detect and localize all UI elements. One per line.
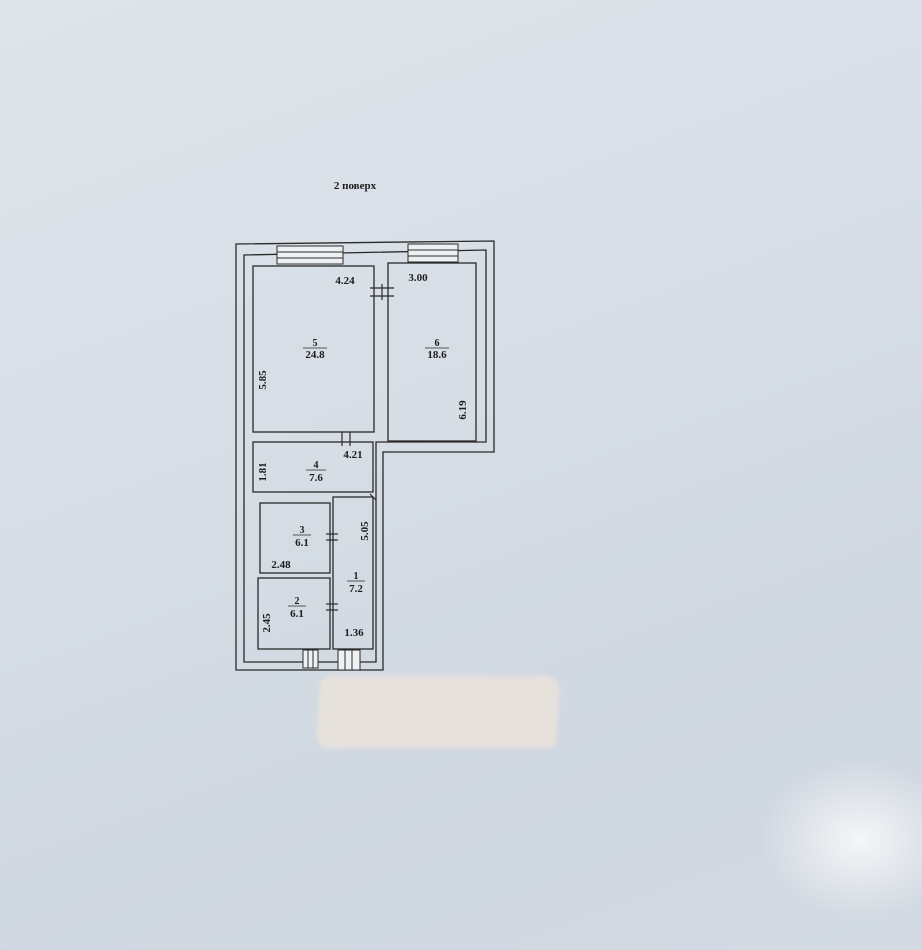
dim-room1-width: 1.36 xyxy=(344,627,364,639)
room-1-area: 7.2 xyxy=(349,583,363,595)
dim-room4-height: 1.81 xyxy=(257,462,269,481)
dim-room6-width: 3.00 xyxy=(408,272,428,284)
room-4-area: 7.6 xyxy=(309,472,323,484)
room-6-outline xyxy=(387,262,477,442)
inner-wall xyxy=(243,249,487,663)
entrance-door xyxy=(337,649,361,671)
redacted-area xyxy=(315,676,561,748)
room-6-number: 6 xyxy=(435,338,440,349)
room-6-label: 6 18.6 xyxy=(425,338,449,361)
floor-title: 2 поверх xyxy=(333,180,377,192)
dim-room5-height: 5.85 xyxy=(257,370,269,390)
dim-room4-width: 4.21 xyxy=(343,449,362,461)
window-room-6 xyxy=(407,243,459,263)
dim-room2-height: 2.45 xyxy=(261,613,273,633)
dim-room3-width: 2.48 xyxy=(271,559,291,571)
room-2-area: 6.1 xyxy=(290,608,304,620)
room-3-area: 6.1 xyxy=(295,537,309,549)
room-5-label: 5 24.8 xyxy=(303,338,327,361)
dim-room1-height: 5.05 xyxy=(359,521,371,541)
door-2-1 xyxy=(326,603,338,611)
room-3-label: 3 6.1 xyxy=(293,525,311,549)
room-1-number: 1 xyxy=(354,571,359,582)
window-room-5 xyxy=(276,245,344,265)
dim-room6-height: 6.19 xyxy=(457,400,469,420)
room-2-label: 2 6.1 xyxy=(288,596,306,620)
room-2-number: 2 xyxy=(295,596,300,607)
window-room-2 xyxy=(302,649,319,669)
door-4-1 xyxy=(369,493,377,501)
dim-room5-width: 4.24 xyxy=(335,275,355,287)
room-5-area: 24.8 xyxy=(305,349,325,361)
room-1-outline xyxy=(332,496,374,650)
room-4-label: 4 7.6 xyxy=(306,460,326,484)
room-2-outline xyxy=(257,577,331,650)
outer-wall xyxy=(235,240,495,671)
room-4-outline xyxy=(252,441,374,493)
room-5-outline xyxy=(252,265,375,433)
door-5-4 xyxy=(341,432,351,446)
room-6-area: 18.6 xyxy=(427,349,447,361)
room-1-label: 1 7.2 xyxy=(347,571,365,595)
door-3-1 xyxy=(326,533,338,541)
room-3-number: 3 xyxy=(300,525,305,536)
room-4-number: 4 xyxy=(314,460,319,471)
door-5-6 xyxy=(370,284,394,300)
room-3-outline xyxy=(259,502,331,574)
room-5-number: 5 xyxy=(313,338,318,349)
